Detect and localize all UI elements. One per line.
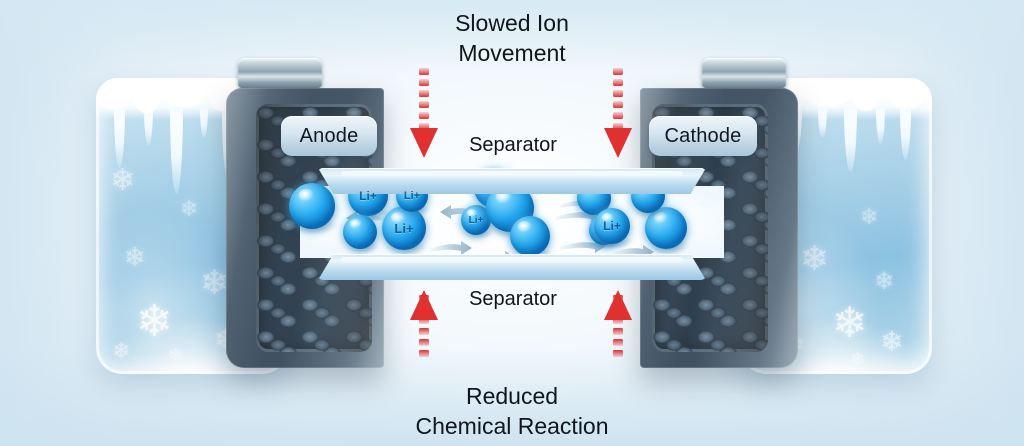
separator-bar-bottom xyxy=(318,254,706,280)
red-down-arrow xyxy=(406,62,442,158)
snowflake-icon: ❄ xyxy=(136,297,173,346)
caption-bottom-line-2: Chemical Reaction xyxy=(415,413,609,439)
icicle-shape xyxy=(114,108,125,168)
lithium-ion-sphere xyxy=(645,207,687,249)
cathode-label-plate: Cathode xyxy=(649,116,757,156)
icicle-shape xyxy=(170,108,183,194)
caption-reduced-chemical-reaction: Reduced Chemical Reaction xyxy=(382,381,642,441)
lithium-ion-sphere: Li+ xyxy=(461,205,491,235)
snowflake-icon: ❄ xyxy=(874,268,895,295)
ion-label: Li+ xyxy=(468,214,484,226)
separator-gloss-bottom xyxy=(341,257,683,264)
ion-label: Li+ xyxy=(394,220,414,236)
lithium-ion-sphere: Li+ xyxy=(382,206,426,250)
lithium-ion-sphere xyxy=(289,183,335,229)
red-down-arrow xyxy=(600,62,636,158)
separator-label-bottom: Separator xyxy=(469,288,557,310)
caption-bottom-line-1: Reduced xyxy=(465,383,559,409)
snowflake-icon: ❄ xyxy=(168,345,184,365)
caption-top-line-1: Slowed Ion xyxy=(455,10,569,36)
battery-terminal-left xyxy=(238,58,322,88)
ion-label: Li+ xyxy=(403,190,421,202)
ion-label: Li+ xyxy=(359,189,377,203)
lithium-ion-sphere xyxy=(343,215,377,249)
ion-label: Li+ xyxy=(603,219,621,233)
snowflake-icon: ❄ xyxy=(800,240,829,278)
red-up-arrow xyxy=(600,290,636,386)
anode-label-plate: Anode xyxy=(281,116,377,156)
snowflake-icon: ❄ xyxy=(860,204,879,229)
lithium-ion-sphere: Li+ xyxy=(594,208,630,244)
separator-bar-top xyxy=(318,168,706,194)
lithium-ion-sphere xyxy=(510,216,550,256)
snowflake-icon: ❄ xyxy=(112,338,131,363)
separator-gloss-top xyxy=(341,171,683,178)
snowflake-icon: ❄ xyxy=(180,196,199,221)
caption-top-line-2: Movement xyxy=(458,40,566,66)
anode-label: Anode xyxy=(299,124,359,147)
icicle-shape xyxy=(900,108,911,160)
snowflake-icon: ❄ xyxy=(850,349,866,369)
snowflake-icon: ❄ xyxy=(110,164,136,197)
snowflake-icon: ❄ xyxy=(880,326,904,357)
battery-terminal-right xyxy=(702,58,786,88)
cathode-label: Cathode xyxy=(664,124,742,147)
snowflake-icon: ❄ xyxy=(832,299,868,346)
red-up-arrow xyxy=(406,290,442,386)
snowflake-icon: ❄ xyxy=(124,242,146,272)
snowflake-icon: ❄ xyxy=(200,264,229,302)
separator-label-top: Separator xyxy=(469,134,557,156)
caption-slowed-ion-movement: Slowed Ion Movement xyxy=(392,8,632,68)
